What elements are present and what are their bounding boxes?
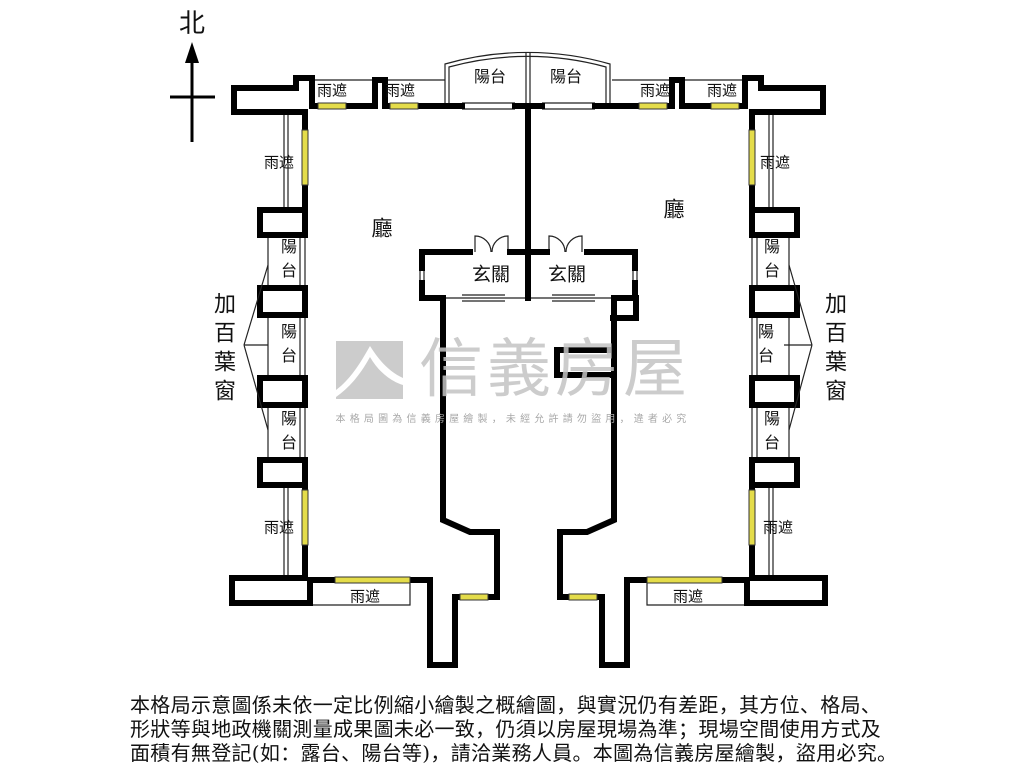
north-arrow-icon <box>170 42 215 142</box>
watermark-brand: 信義房屋 <box>419 333 691 407</box>
louver-note-right: 加百葉窗 <box>821 292 846 408</box>
top-balcony-outline <box>444 51 611 106</box>
side-balcony-label: 陽台 <box>761 410 780 458</box>
disclaimer: 本格局示意圖係未依一定比例縮小繪製之概繪圖，與實況仍有差距，其方位、格局、 形狀… <box>130 693 1010 765</box>
louver-pointer-left <box>243 264 269 431</box>
awning-label: 雨遮 <box>639 81 671 100</box>
window-marker <box>459 593 489 601</box>
side-balcony-label: 陽台 <box>278 323 297 371</box>
awning-label: 雨遮 <box>706 81 738 100</box>
awning-label: 雨遮 <box>762 518 794 537</box>
top-balcony-label-right: 陽台 <box>549 67 583 86</box>
side-balcony-label: 陽台 <box>761 238 780 286</box>
awning-label: 雨遮 <box>263 518 295 537</box>
side-balcony-label: 陽台 <box>278 238 297 286</box>
awning-label: 雨遮 <box>263 153 295 172</box>
disclaimer-line: 形狀等與地政機關測量成果圖未必一致，仍須以房屋現場為準；現場空間使用方式及 <box>130 717 882 741</box>
living-room-label-right: 廳 <box>663 197 685 222</box>
awning-label: 雨遮 <box>759 153 791 172</box>
watermark-notice: 本格局圖為信義房屋繪製，未經允許請勿盜用，違者必究 <box>335 414 691 425</box>
awning-label: 雨遮 <box>349 587 381 606</box>
entry-label-right: 玄關 <box>547 263 587 286</box>
louver-note-left: 加百葉窗 <box>210 292 235 408</box>
side-balcony-label: 陽台 <box>278 410 297 458</box>
window-marker <box>334 576 411 584</box>
disclaimer-line: 面積有無登記(如：露台、陽台等)，請洽業務人員。本圖為信義房屋繪製，盜用必究。 <box>130 741 898 765</box>
louver-pointer-right <box>784 264 813 431</box>
disclaimer-line: 本格局示意圖係未依一定比例縮小繪製之概繪圖，與實況仍有差距，其方位、格局、 <box>130 693 882 717</box>
right-entry-step <box>610 295 639 321</box>
living-room-label-left: 廳 <box>371 216 393 241</box>
window-marker <box>389 102 419 110</box>
awning-label: 雨遮 <box>384 81 416 100</box>
window-marker <box>317 102 347 110</box>
entry-label-left: 玄關 <box>471 263 511 286</box>
side-balcony-label: 陽台 <box>755 323 774 371</box>
awning-label: 雨遮 <box>316 81 348 100</box>
sinyi-logo-icon <box>336 341 403 399</box>
window-marker <box>301 489 309 546</box>
right-corridor-niche <box>554 347 611 378</box>
awning-label: 雨遮 <box>672 587 704 606</box>
top-balcony-label-left: 陽台 <box>473 67 507 86</box>
window-marker <box>301 129 309 186</box>
north-label: 北 <box>178 9 206 39</box>
